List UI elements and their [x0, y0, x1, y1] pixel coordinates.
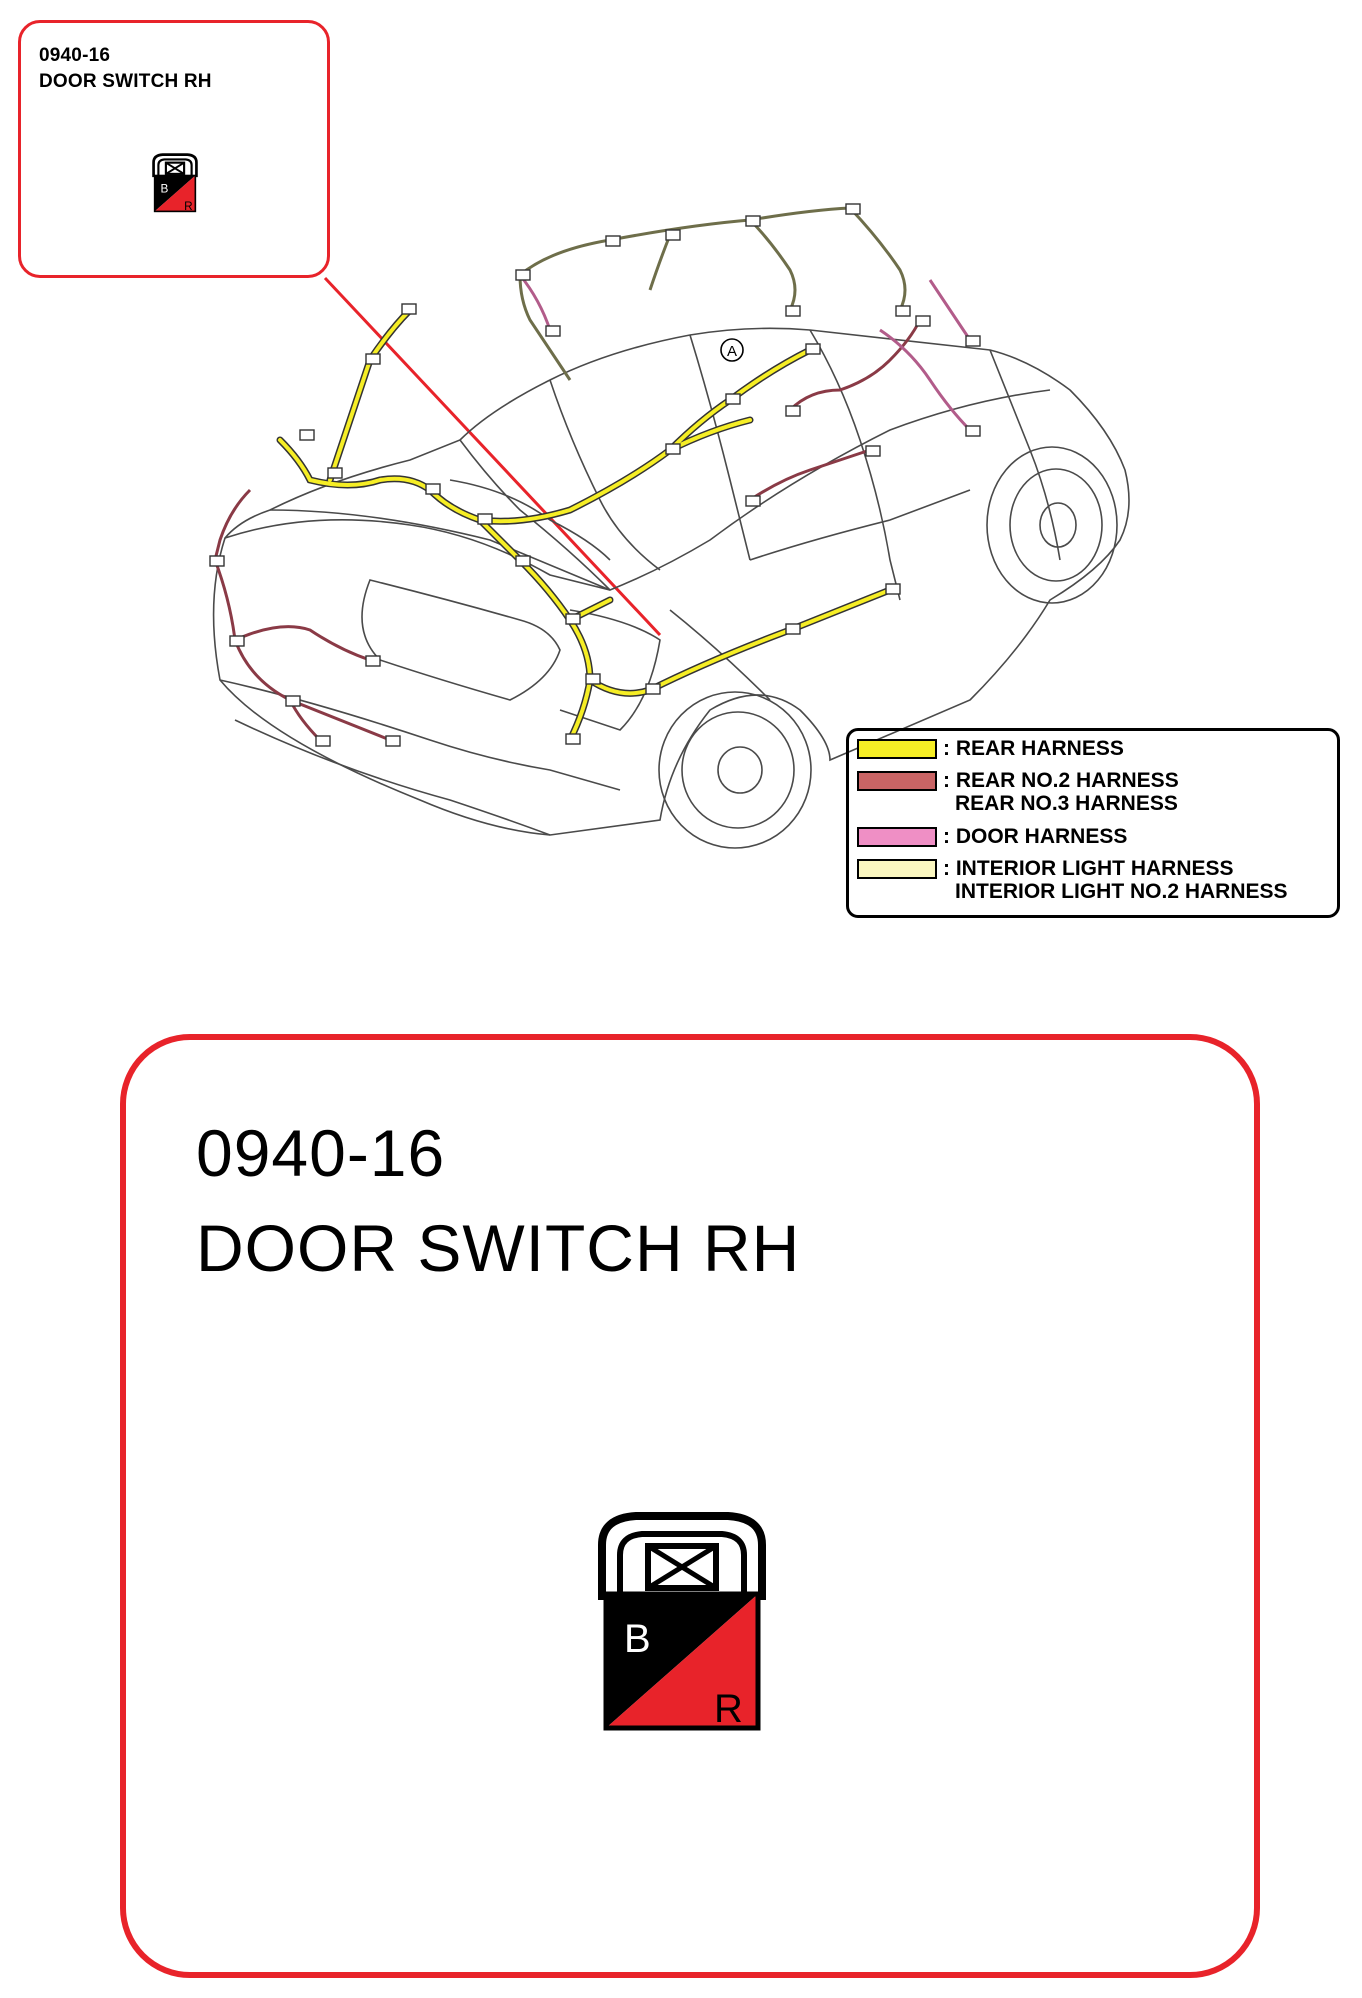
legend-item-interior-light-harness: : INTERIOR LIGHT HARNESS INTERIOR LIGHT … — [857, 857, 1288, 903]
small-pin-b: B — [161, 183, 169, 196]
large-pin-b: B — [624, 1617, 651, 1661]
legend-label-rear-no2-harness: : REAR NO.2 HARNESS REAR NO.3 HARNESS — [943, 769, 1179, 815]
front-wheel — [986, 446, 1118, 604]
rear-harness-outline — [276, 306, 894, 744]
small-pin-r: R — [184, 200, 193, 213]
rear-wheel — [658, 691, 812, 849]
large-connector-name: DOOR SWITCH RH — [196, 1211, 801, 1285]
legend-swatch-interior-light-harness — [857, 859, 937, 879]
small-connector-callout: 0940-16 DOOR SWITCH RH B R — [18, 20, 330, 278]
interior-light-harness-path — [518, 206, 907, 381]
harness-connectors — [209, 203, 981, 747]
point-a-label: A — [727, 343, 737, 360]
legend-item-rear-no2-harness: : REAR NO.2 HARNESS REAR NO.3 HARNESS — [857, 769, 1179, 815]
legend-swatch-rear-harness — [857, 739, 937, 759]
small-connector-icon: B R — [152, 153, 198, 213]
legend-swatch-door-harness — [857, 827, 937, 847]
legend-label-door-harness: : DOOR HARNESS — [943, 825, 1128, 848]
harness-legend: : REAR HARNESS : REAR NO.2 HARNESS REAR … — [846, 728, 1340, 918]
small-connector-name: DOOR SWITCH RH — [39, 71, 212, 92]
vehicle-wiring-diagram: A — [209, 203, 1130, 849]
small-connector-code: 0940-16 — [39, 45, 111, 66]
rear-harness-path — [278, 308, 892, 742]
door-harness-path — [518, 274, 972, 432]
legend-item-door-harness: : DOOR HARNESS — [857, 825, 1127, 848]
large-connector-icon: B R — [598, 1512, 766, 1731]
point-a-marker — [720, 338, 744, 362]
legend-swatch-rear-no2-harness — [857, 771, 937, 791]
legend-item-rear-harness: : REAR HARNESS — [857, 737, 1124, 760]
rear-no2-harness-path — [213, 319, 922, 742]
legend-label-rear-harness: : REAR HARNESS — [943, 737, 1124, 760]
legend-label-interior-light-harness: : INTERIOR LIGHT HARNESS INTERIOR LIGHT … — [943, 857, 1288, 903]
callout-leader-line — [323, 276, 662, 637]
large-connector-code: 0940-16 — [196, 1116, 446, 1190]
large-connector-callout: 0940-16 DOOR SWITCH RH B R — [120, 1034, 1260, 1978]
large-pin-r: R — [714, 1687, 743, 1731]
